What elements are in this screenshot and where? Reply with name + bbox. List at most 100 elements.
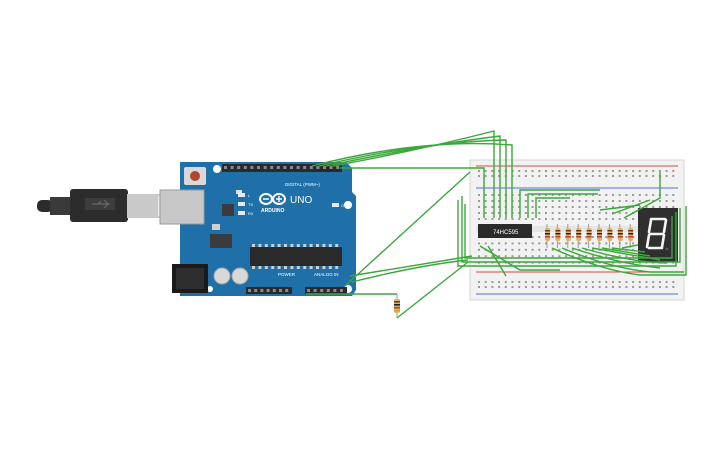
wire[interactable] [611,199,651,215]
bb-hole[interactable] [518,242,521,245]
bb-hole[interactable] [632,200,635,202]
bb-hole[interactable] [511,218,514,220]
pin-hole[interactable] [254,289,258,292]
bb-hole[interactable] [632,218,635,220]
bb-hole[interactable] [545,212,547,214]
resistor[interactable] [586,228,592,241]
bb-hole[interactable] [498,255,501,258]
bb-hole[interactable] [578,255,581,258]
bb-hole[interactable] [538,212,541,214]
bb-hole[interactable] [565,242,568,245]
wire[interactable] [561,247,684,273]
bb-hole[interactable] [578,194,581,196]
bb-hole[interactable] [645,206,648,208]
bb-hole[interactable] [518,248,521,251]
bb-hole[interactable] [672,170,675,172]
wire[interactable] [487,245,507,277]
bb-hole[interactable] [632,248,635,251]
bb-hole[interactable] [558,206,561,208]
bb-hole[interactable] [518,200,521,202]
bb-hole[interactable] [498,200,501,202]
bb-hole[interactable] [645,170,648,172]
bb-hole[interactable] [672,175,675,177]
bb-hole[interactable] [518,206,521,208]
bb-hole[interactable] [538,236,541,238]
bb-hole[interactable] [531,236,534,238]
bb-hole[interactable] [491,242,494,245]
wire[interactable] [349,255,473,277]
resistor[interactable] [607,228,613,241]
bb-hole[interactable] [612,242,614,245]
bb-hole[interactable] [645,175,648,177]
bb-hole[interactable] [478,248,480,251]
bb-hole[interactable] [531,281,534,283]
bb-hole[interactable] [545,200,547,202]
bb-hole[interactable] [571,194,574,196]
bb-hole[interactable] [531,218,534,220]
bb-hole[interactable] [565,194,568,196]
pin-hole[interactable] [260,289,264,292]
bb-hole[interactable] [511,255,514,258]
bb-hole[interactable] [551,242,554,245]
bb-hole[interactable] [524,281,527,283]
bb-hole[interactable] [625,212,628,214]
bb-hole[interactable] [531,200,534,202]
bb-hole[interactable] [571,175,574,177]
bb-hole[interactable] [578,218,581,220]
bb-hole[interactable] [665,200,668,202]
pin-hole[interactable] [320,289,324,292]
bb-hole[interactable] [545,242,547,245]
bb-hole[interactable] [672,194,675,196]
bb-hole[interactable] [585,218,588,220]
pin-hole[interactable] [266,289,270,292]
bb-hole[interactable] [491,218,494,220]
bb-hole[interactable] [658,170,661,172]
bb-hole[interactable] [578,242,581,245]
bb-hole[interactable] [531,286,534,288]
bb-hole[interactable] [538,170,541,172]
bb-hole[interactable] [558,218,561,220]
bb-hole[interactable] [605,281,608,283]
bb-hole[interactable] [524,200,527,202]
bb-hole[interactable] [591,218,594,220]
bb-hole[interactable] [585,286,588,288]
bb-hole[interactable] [638,206,641,208]
bb-hole[interactable] [578,175,581,177]
bb-hole[interactable] [632,286,635,288]
bb-hole[interactable] [551,200,554,202]
wire[interactable] [601,247,651,257]
bb-hole[interactable] [612,236,614,238]
bb-hole[interactable] [498,212,501,214]
bb-hole[interactable] [498,286,501,288]
bb-hole[interactable] [531,212,534,214]
bb-hole[interactable] [591,236,594,238]
bb-hole[interactable] [618,200,621,202]
bb-hole[interactable] [484,281,487,283]
bb-hole[interactable] [511,286,514,288]
bb-hole[interactable] [591,255,594,258]
bb-hole[interactable] [484,218,487,220]
pin-hole[interactable] [283,166,287,169]
wire[interactable] [527,193,598,218]
bb-hole[interactable] [571,200,574,202]
resistor[interactable] [628,228,634,241]
bb-hole[interactable] [605,218,608,220]
bb-hole[interactable] [551,218,554,220]
bb-hole[interactable] [478,170,480,172]
bb-hole[interactable] [518,218,521,220]
bb-hole[interactable] [531,194,534,196]
bb-hole[interactable] [484,170,487,172]
pin-hole[interactable] [279,289,282,292]
bb-hole[interactable] [518,194,521,196]
bb-hole[interactable] [551,175,554,177]
bb-hole[interactable] [665,175,668,177]
bb-hole[interactable] [618,212,621,214]
bb-hole[interactable] [585,170,588,172]
resistor[interactable] [545,228,550,241]
bb-hole[interactable] [551,194,554,196]
bb-hole[interactable] [652,194,655,196]
bb-hole[interactable] [524,248,527,251]
bb-hole[interactable] [524,194,527,196]
bb-hole[interactable] [538,206,541,208]
bb-hole[interactable] [605,242,608,245]
